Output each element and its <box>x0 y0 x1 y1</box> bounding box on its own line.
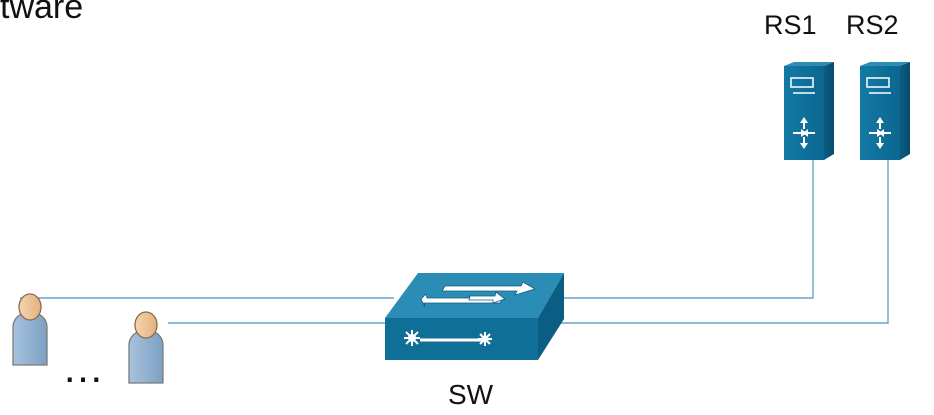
switch-star-icon-right <box>478 332 492 346</box>
user-head <box>18 293 42 321</box>
link-switch-rs2 <box>540 160 889 324</box>
switch-label: SW <box>448 379 494 410</box>
page-title-fragment: tware <box>0 0 84 26</box>
router-arrows-icon <box>869 117 891 149</box>
user-head <box>134 311 158 339</box>
ellipsis: … <box>62 344 105 391</box>
server-top <box>860 62 910 66</box>
switch-icon <box>385 273 564 360</box>
switch-side <box>538 273 564 360</box>
server-label-rs1: RS1 <box>764 10 817 40</box>
server-top <box>784 62 834 66</box>
switch-arrows-icon <box>420 281 536 308</box>
switch-top <box>385 273 564 318</box>
server-rs2 <box>860 62 910 160</box>
drive-bay-icon <box>790 77 814 88</box>
server-label-rs2: RS2 <box>846 10 899 40</box>
server-side <box>900 62 910 160</box>
server-side <box>824 62 834 160</box>
server-rs1 <box>784 62 834 160</box>
user-icon <box>128 311 164 384</box>
links <box>20 160 889 324</box>
user-icon <box>12 293 48 366</box>
router-arrows-icon <box>793 117 815 149</box>
switch-star-icon-left <box>404 330 420 346</box>
link-switch-rs1 <box>548 160 814 299</box>
drive-bay-icon <box>866 77 890 88</box>
